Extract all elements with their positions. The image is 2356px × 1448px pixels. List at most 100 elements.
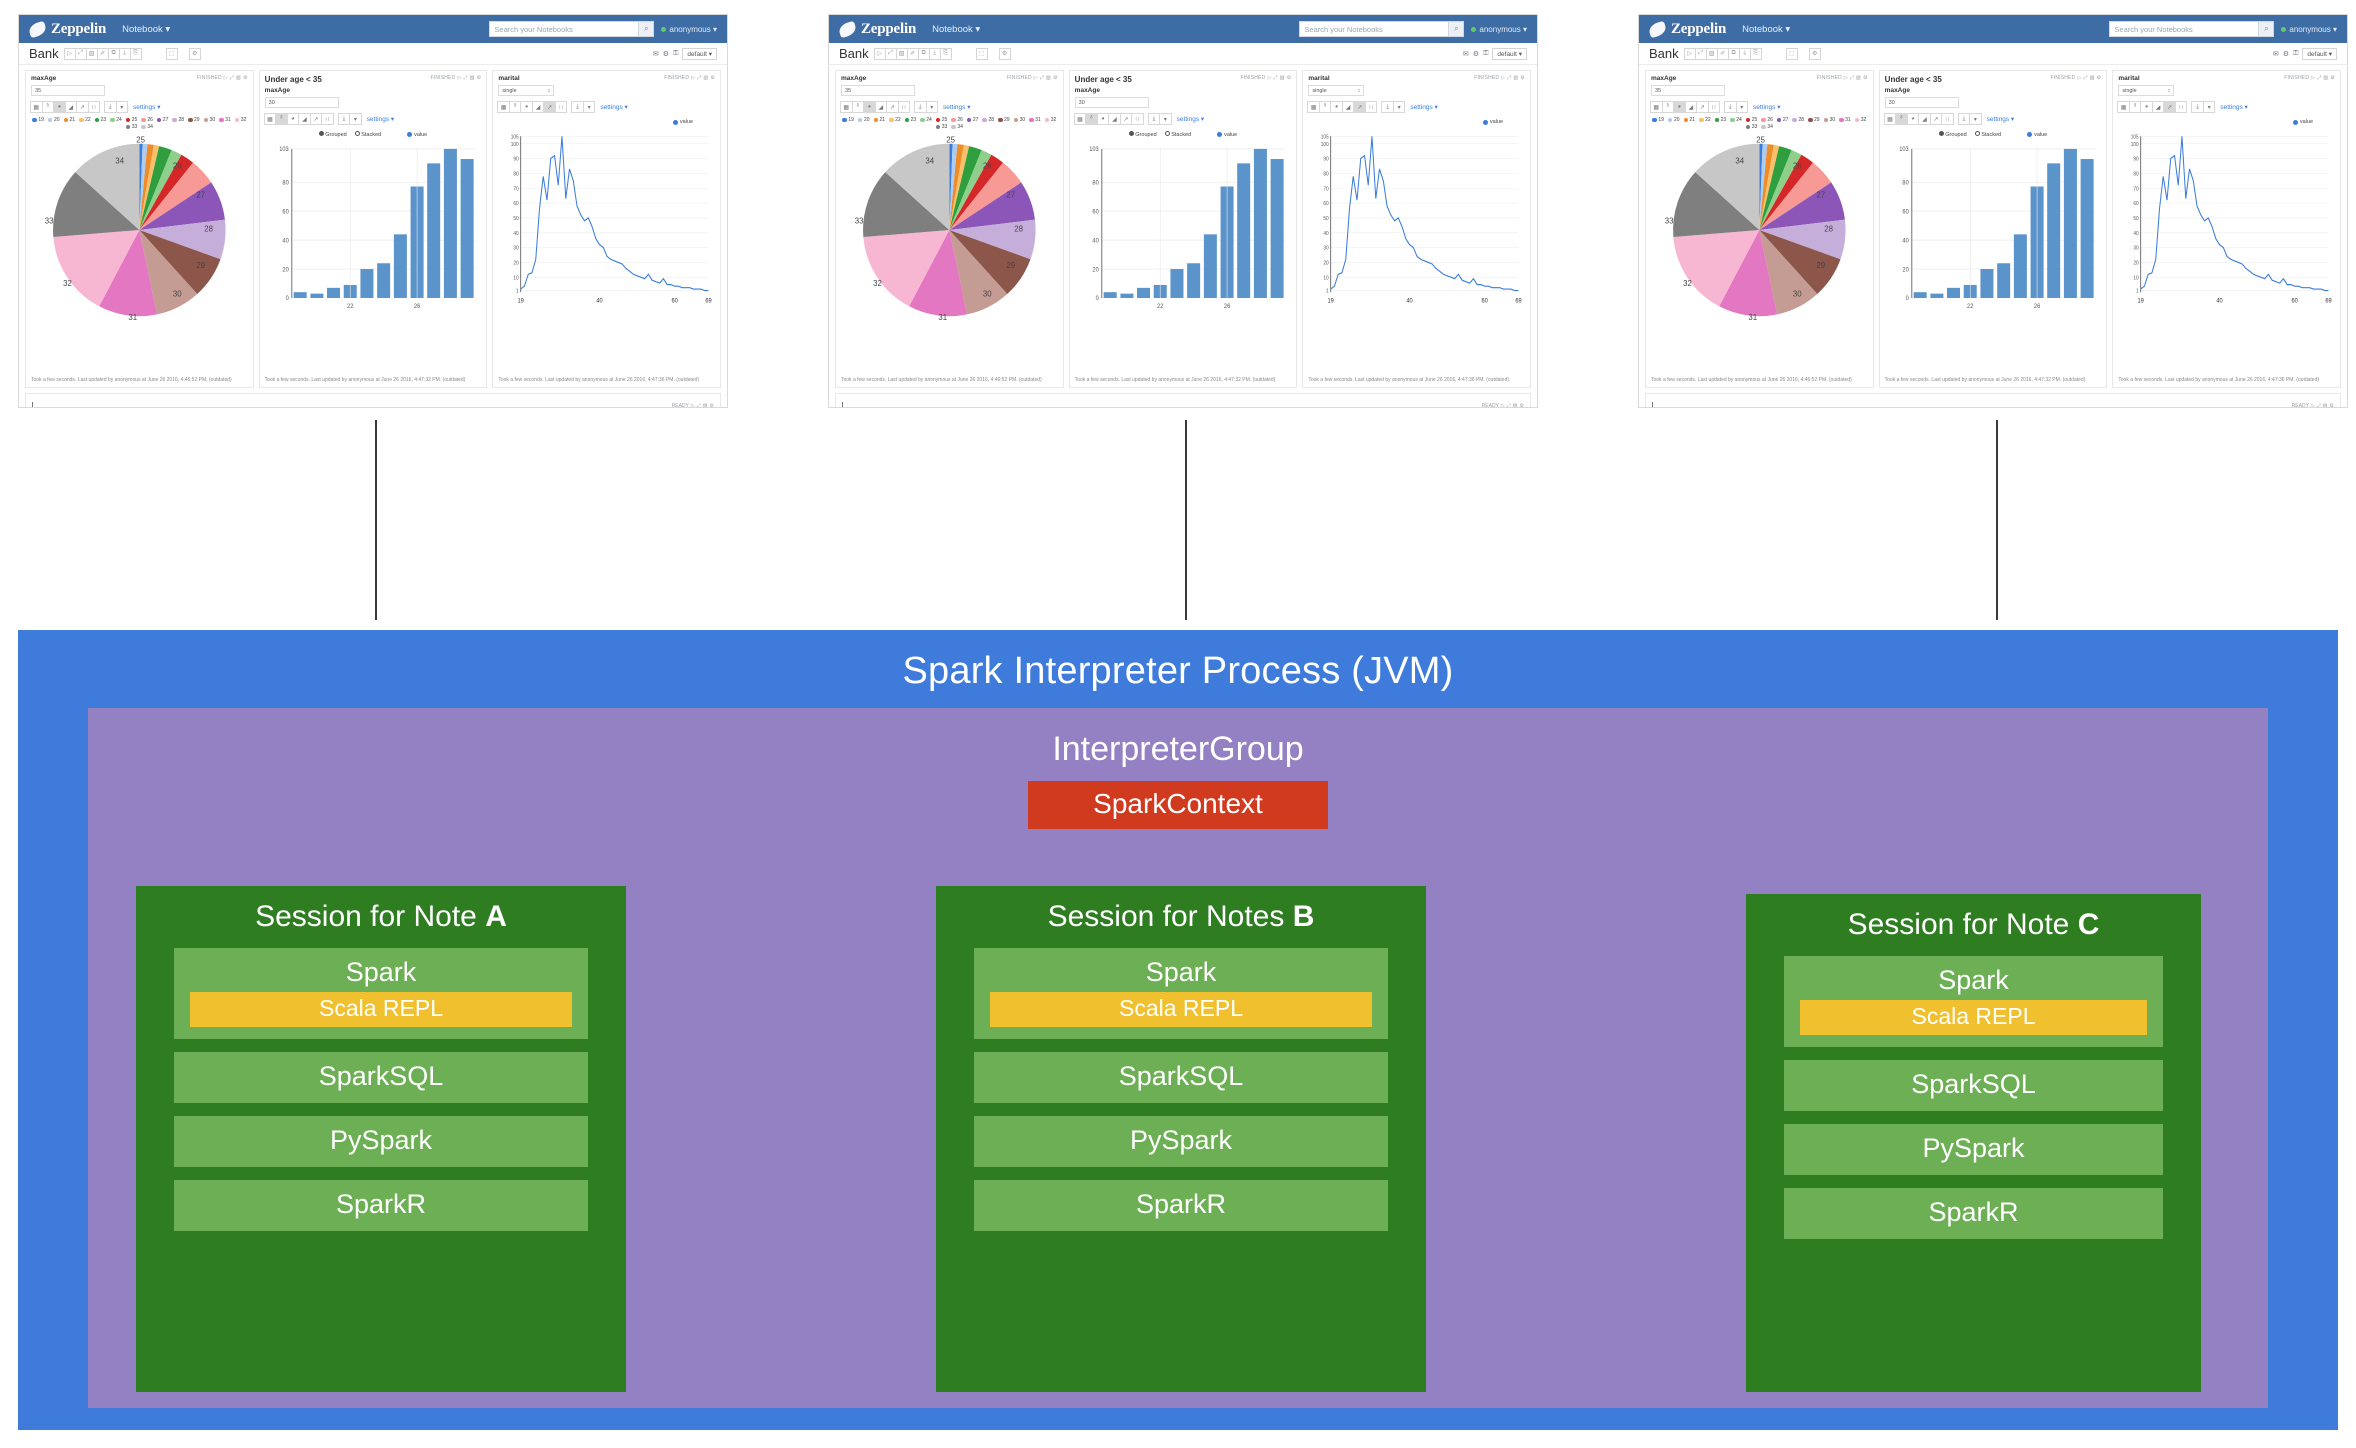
legend-series-value[interactable]: value [2292, 119, 2313, 125]
paragraph-icon-0[interactable]: ▷ [1033, 75, 1038, 81]
user-menu[interactable]: anonymous ▾ [2281, 25, 2337, 34]
paragraph-icon-0[interactable]: ▷ [223, 75, 228, 81]
legend-item[interactable]: 29 [998, 117, 1010, 123]
paragraph-icon-1[interactable]: ⤢ [463, 75, 468, 81]
legend-item[interactable]: 31 [219, 117, 231, 123]
paragraph-icon-3[interactable]: ⚙ [2329, 403, 2334, 408]
settings-link[interactable]: settings ▾ [1410, 104, 1438, 111]
paragraph-icon-1[interactable]: ⤢ [229, 75, 235, 81]
legend-item[interactable]: 27 [1776, 117, 1788, 123]
download-icon[interactable]: ⤓ [2191, 101, 2204, 113]
grouped-radio[interactable]: Grouped [318, 131, 347, 138]
legend-item[interactable]: 32 [1044, 117, 1056, 123]
clone-note[interactable]: ⧉ [1727, 47, 1740, 60]
legend-item[interactable]: 19 [32, 117, 44, 123]
maxage-input[interactable]: 30 [1074, 97, 1149, 108]
gear-icon[interactable]: ⚙ [662, 50, 670, 58]
download-group[interactable]: ⤓▾ [1381, 101, 1406, 113]
paragraph-icon-0[interactable]: ▷ [2311, 75, 2316, 81]
legend-item[interactable]: 20 [47, 117, 60, 123]
legend-item[interactable]: 33 [1745, 124, 1757, 130]
download-caret-icon[interactable]: ▾ [349, 113, 362, 125]
legend-item[interactable]: 29 [188, 117, 200, 123]
legend-item[interactable]: 34 [141, 124, 153, 130]
paragraph-icon-0[interactable]: ▷ [2077, 75, 2082, 81]
pie-chart-viz[interactable]: ◕ [520, 101, 533, 113]
download-group[interactable]: ⤓▾ [1957, 113, 1982, 125]
lock-icon[interactable]: ⚿ [2293, 49, 2299, 57]
maxage-input[interactable]: 35 [1651, 85, 1725, 96]
pie-chart-viz[interactable]: ◕ [286, 113, 300, 125]
marital-select[interactable]: single↕ [498, 85, 555, 96]
paragraph-icon-2[interactable]: ▧ [1046, 75, 1051, 81]
marital-select[interactable]: single↕ [2118, 85, 2175, 96]
download-group[interactable]: ⤓▾ [571, 101, 596, 113]
maxage-input[interactable]: 30 [1884, 97, 1959, 108]
legend-series-value[interactable]: value [672, 119, 693, 125]
paragraph-icon-2[interactable]: ▧ [702, 403, 708, 408]
scatter-chart-viz[interactable]: ∷ [321, 113, 334, 125]
commit-note[interactable]: ⎘ [129, 47, 142, 60]
paragraph-icon-3[interactable]: ⚙ [1286, 75, 1292, 81]
notebook-menu[interactable]: Notebook ▾ [122, 23, 171, 35]
legend-item[interactable]: 30 [203, 117, 215, 123]
paragraph-icon-3[interactable]: ⚙ [2096, 75, 2102, 81]
lock-icon[interactable]: ⚿ [1483, 49, 1489, 57]
paragraph-icon-3[interactable]: ⚙ [242, 75, 248, 81]
legend-item[interactable]: 30 [1823, 117, 1835, 123]
legend-item[interactable]: 20 [1667, 117, 1680, 123]
interpreter-binding-button[interactable]: default ▾ [1492, 47, 1527, 60]
trash[interactable]: ⬚ [1785, 47, 1798, 60]
paragraph-icon-1[interactable]: ⤢ [2316, 403, 2321, 408]
remove-all-paragraphs[interactable]: ✐ [96, 47, 109, 60]
legend-item[interactable]: 27 [966, 117, 978, 123]
legend-item[interactable]: 34 [951, 124, 963, 130]
paragraph-icon-0[interactable]: ▷ [1843, 75, 1848, 81]
paragraph-icon-2[interactable]: ▧ [1513, 75, 1519, 81]
new-paragraph[interactable]: READY▷⤢▧⚙ [1645, 393, 2341, 408]
paragraph-icon-1[interactable]: ⤢ [1507, 75, 1512, 81]
legend-item[interactable]: 31 [1839, 117, 1851, 123]
download-caret-icon[interactable]: ▾ [925, 101, 938, 113]
marital-select[interactable]: single↕ [1308, 85, 1365, 96]
notebook-menu[interactable]: Notebook ▾ [1742, 23, 1791, 35]
paragraph-icon-1[interactable]: ⤢ [1039, 75, 1045, 81]
legend-series-value[interactable]: value [1217, 132, 1237, 138]
interpreter-binding-button[interactable]: default ▾ [2302, 47, 2337, 60]
download-icon[interactable]: ⤓ [1381, 101, 1394, 113]
legend-item[interactable]: 26 [141, 117, 153, 123]
settings-link[interactable]: settings ▾ [600, 104, 628, 111]
legend-item[interactable]: 24 [920, 117, 932, 123]
paragraph-icon-1[interactable]: ⤢ [696, 403, 701, 408]
legend-item[interactable]: 32 [234, 117, 246, 123]
scatter-chart-viz[interactable]: ∷ [87, 101, 100, 113]
table-viz[interactable]: ▦ [1073, 113, 1087, 125]
legend-item[interactable]: 22 [889, 117, 901, 123]
download-caret-icon[interactable]: ▾ [582, 101, 596, 113]
paragraph-icon-2[interactable]: ▧ [1512, 403, 1518, 408]
search-icon[interactable]: ⌕ [1448, 21, 1465, 37]
paragraph-icon-3[interactable]: ⚙ [476, 75, 482, 81]
download-caret-icon[interactable]: ▾ [1735, 101, 1748, 113]
zeppelin-logo[interactable]: Zeppelin [1647, 20, 1726, 38]
interpreter-binding-button[interactable]: default ▾ [682, 47, 717, 60]
legend-item[interactable]: 33 [125, 124, 137, 130]
download-caret-icon[interactable]: ▾ [2202, 101, 2216, 113]
paragraph-icon-1[interactable]: ⤢ [1273, 75, 1278, 81]
legend-item[interactable]: 21 [63, 117, 75, 123]
settings-link[interactable]: settings ▾ [1753, 104, 1781, 111]
legend-item[interactable]: 28 [1792, 117, 1804, 123]
legend-item[interactable]: 28 [982, 117, 994, 123]
zeppelin-logo[interactable]: Zeppelin [837, 20, 916, 38]
settings-link[interactable]: settings ▾ [1176, 116, 1205, 123]
paragraph-icon-1[interactable]: ⤢ [697, 75, 702, 81]
clear-all-output[interactable]: ▧ [1705, 47, 1718, 60]
legend-item[interactable]: 25 [1745, 117, 1757, 123]
new-paragraph[interactable]: READY▷⤢▧⚙ [25, 393, 721, 408]
legend-item[interactable]: 21 [873, 117, 885, 123]
paragraph-icon-2[interactable]: ▧ [2323, 75, 2329, 81]
legend-series-value[interactable]: value [407, 132, 427, 138]
